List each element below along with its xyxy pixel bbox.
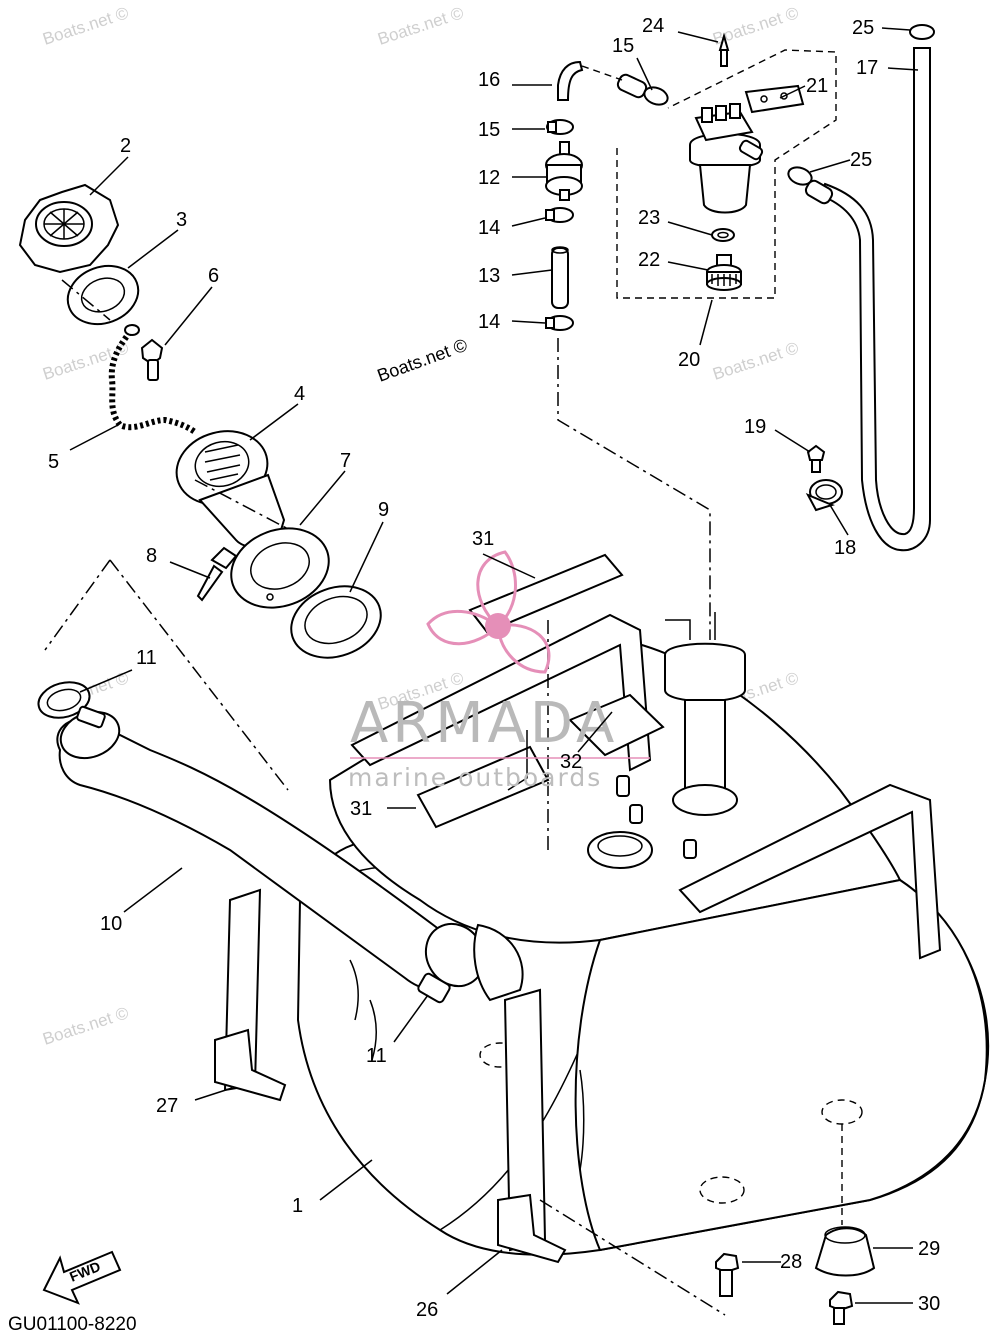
fwd-arrow-icon: FWD xyxy=(42,1250,122,1305)
filter-oring xyxy=(711,228,735,242)
callout-3: 3 xyxy=(176,209,187,231)
callout-16: 16 xyxy=(478,69,500,91)
filler-seal-ring xyxy=(290,585,382,659)
logo-brand-name: ARMADA xyxy=(350,691,618,756)
tank-foot xyxy=(814,1226,876,1277)
callout-1: 1 xyxy=(292,1195,303,1217)
callout-14-upper: 14 xyxy=(478,217,500,239)
callout-15-top: 15 xyxy=(612,35,634,57)
hose-clip xyxy=(545,24,935,331)
callout-12: 12 xyxy=(478,167,500,189)
filler-neck xyxy=(175,430,286,548)
assembly-line xyxy=(61,279,111,321)
callout-8: 8 xyxy=(146,545,157,567)
diagram-code: GU01100-8220 xyxy=(8,1314,137,1335)
strap-clip-rear xyxy=(214,1028,287,1102)
assembly-line xyxy=(581,65,623,81)
fuel-sender-unit xyxy=(587,612,746,869)
foot-screw xyxy=(829,1290,854,1325)
cap-screw xyxy=(140,338,164,381)
callout-19: 19 xyxy=(744,416,766,438)
fuel-filter-body xyxy=(689,103,764,214)
callout-15-left: 15 xyxy=(478,119,500,141)
propeller-logo-icon xyxy=(426,550,551,674)
callout-2: 2 xyxy=(120,135,131,157)
watermark: Boats.net © xyxy=(40,3,131,49)
callout-13: 13 xyxy=(478,265,500,287)
credit-watermark: Boats.net © xyxy=(375,335,470,386)
filter-assembly-boundary xyxy=(616,49,837,299)
callout-14-lower: 14 xyxy=(478,311,500,333)
watermark: Boats.net © xyxy=(375,3,466,49)
assembly-line xyxy=(44,559,111,651)
callout-22: 22 xyxy=(638,249,660,271)
fuel-cap xyxy=(18,183,120,274)
callout-30: 30 xyxy=(918,1293,940,1315)
air-vent-pin xyxy=(718,32,730,67)
callout-32: 32 xyxy=(560,751,582,773)
logo-tagline: marine outboards xyxy=(348,763,602,792)
assembly-line xyxy=(557,338,711,640)
filler-hose xyxy=(56,710,524,1002)
assembly-line xyxy=(539,1199,726,1316)
callout-5: 5 xyxy=(48,451,59,473)
watermark: Boats.net © xyxy=(40,338,131,384)
callout-28: 28 xyxy=(780,1251,802,1273)
assembly-line xyxy=(194,479,291,531)
hose-clamp-upper xyxy=(37,681,106,729)
callout-31-top: 31 xyxy=(472,528,494,550)
callout-numbers: 2 3 6 4 5 7 8 9 11 10 11 31 31 32 27 1 2… xyxy=(48,15,940,1321)
callout-4: 4 xyxy=(294,383,305,405)
watermark: Boats.net © xyxy=(40,1003,131,1049)
strap-bolt xyxy=(715,1252,740,1297)
callout-25-top: 25 xyxy=(852,17,874,39)
callout-17: 17 xyxy=(856,57,878,79)
callout-11-lower: 11 xyxy=(366,1045,387,1067)
leader-lines xyxy=(69,27,919,1304)
callout-11-upper: 11 xyxy=(136,647,157,669)
callout-21: 21 xyxy=(806,75,828,97)
callout-7: 7 xyxy=(340,450,351,472)
inline-fuel-filter xyxy=(545,141,583,201)
fuel-filter-bracket xyxy=(744,84,805,114)
holder-screw xyxy=(806,444,826,473)
fuel-pipe-13 xyxy=(551,246,569,309)
callout-23: 23 xyxy=(638,207,660,229)
tank-strap xyxy=(223,613,942,1252)
assembly-line xyxy=(109,559,289,791)
filter-element xyxy=(706,254,742,291)
hose-holder xyxy=(805,479,843,512)
filler-gasket xyxy=(230,527,330,609)
callout-9: 9 xyxy=(378,499,389,521)
assembly-line xyxy=(507,730,528,791)
callout-31-bottom: 31 xyxy=(350,798,372,820)
callout-24: 24 xyxy=(642,15,664,37)
callout-29: 29 xyxy=(918,1238,940,1260)
armada-logo: ARMADA marine outboards xyxy=(348,550,650,792)
watermark: Boats.net © xyxy=(710,338,801,384)
hose-clamp-lower xyxy=(417,972,451,1004)
callout-27: 27 xyxy=(156,1095,178,1117)
callout-10: 10 xyxy=(100,913,122,935)
fuel-hose-16 xyxy=(557,60,648,101)
callout-25-right: 25 xyxy=(850,149,872,171)
strap-clip-front xyxy=(497,1193,567,1264)
callout-20: 20 xyxy=(678,349,700,371)
callout-18: 18 xyxy=(834,537,856,559)
callout-26: 26 xyxy=(416,1299,438,1321)
fuel-cap-gasket xyxy=(66,264,140,326)
retainer-chain xyxy=(108,324,197,435)
vent-hose xyxy=(804,47,931,552)
callout-6: 6 xyxy=(208,265,219,287)
